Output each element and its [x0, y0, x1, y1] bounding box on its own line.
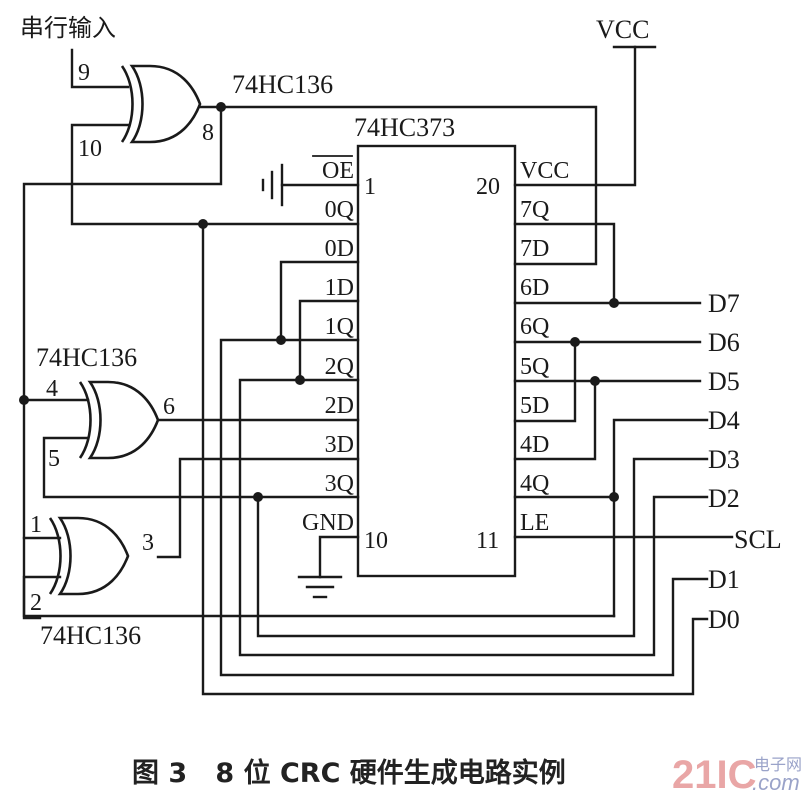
- latch-left-pins: OE 0Q 0D 1D 1Q 2Q 2D 3D 3Q GND: [302, 155, 354, 536]
- pin-5q: 5Q: [520, 354, 549, 380]
- xor-gate-3: [48, 516, 130, 596]
- pin-6d: 6D: [520, 275, 549, 301]
- wire-3q-gate2-in5: [42, 436, 360, 499]
- gate2-pin-a: 4: [46, 376, 58, 402]
- wire-gnd: [318, 535, 360, 579]
- output-d7: D7: [708, 289, 740, 318]
- wire-0d: [279, 260, 360, 342]
- pin-le: LE: [520, 510, 549, 536]
- junctions: [19, 102, 619, 502]
- latch-74hc373-body: [356, 144, 517, 578]
- watermark-cn-text: 电子网: [754, 755, 802, 774]
- wire-3q-d3: [256, 457, 709, 638]
- wire-d4: [612, 418, 709, 618]
- serial-input-label: 串行输入: [20, 14, 116, 42]
- wire-vcc: [513, 45, 637, 187]
- gate1-pin-a: 9: [78, 60, 90, 86]
- junction-dot: [19, 395, 29, 405]
- output-d5: D5: [708, 367, 740, 396]
- latch-right-pins: VCC 7Q 7D 6D 6Q 5Q 5D 4D 4Q LE: [520, 158, 569, 536]
- pin-3q: 3Q: [325, 471, 354, 497]
- gate3-pin-b: 2: [30, 590, 42, 616]
- wire-0q-d0: [201, 222, 709, 696]
- pin-6q: 6Q: [520, 314, 549, 340]
- junction-dot: [609, 492, 619, 502]
- wires: [22, 45, 734, 696]
- output-d0: D0: [708, 605, 740, 634]
- xor-gate-1: [120, 64, 202, 144]
- output-d6: D6: [708, 328, 740, 357]
- gate1-pin-b: 10: [78, 136, 102, 162]
- gate2-pin-b: 5: [48, 446, 60, 472]
- wire-6q-5d: [513, 340, 577, 423]
- wire-5q-4d: [513, 379, 597, 461]
- gate1-part-label: 74HC136: [232, 70, 333, 99]
- wire-2q-d2: [238, 378, 709, 657]
- pin-0q: 0Q: [325, 197, 354, 223]
- junction-dot: [570, 337, 580, 347]
- pin-number-gnd: 10: [364, 528, 388, 554]
- watermark-domain-text: .com: [752, 770, 800, 795]
- pin-1d: 1D: [325, 275, 354, 301]
- junction-dot: [276, 335, 286, 345]
- pin-7d: 7D: [520, 236, 549, 262]
- output-labels: D7 D6 D5 D4 D3 D2 D1 D0: [708, 289, 740, 634]
- gate2-pin-out: 6: [163, 394, 175, 420]
- gate2-part-label: 74HC136: [36, 343, 137, 372]
- pin-5d: 5D: [520, 393, 549, 419]
- pin-4d: 4D: [520, 432, 549, 458]
- wire-7q: [513, 222, 616, 305]
- vcc-label: VCC: [596, 15, 649, 44]
- pin-2q: 2Q: [325, 354, 354, 380]
- junction-dot: [590, 376, 600, 386]
- junction-dot: [216, 102, 226, 112]
- wire-gate3-out: [156, 457, 360, 559]
- wire-gate3-in2: [22, 575, 616, 618]
- pin-4q: 4Q: [520, 471, 549, 497]
- xor-gate-2: [78, 380, 160, 460]
- pin-number-le: 11: [476, 528, 499, 554]
- wire-gate1-in10: [70, 123, 360, 226]
- pin-oe: OE: [322, 158, 354, 184]
- watermark-logo-text: 21IC: [672, 753, 757, 797]
- clock-label-scl: SCL: [734, 525, 782, 554]
- output-d4: D4: [708, 406, 740, 435]
- gate3-pin-out: 3: [142, 530, 154, 556]
- pin-number-vcc: 20: [476, 174, 500, 200]
- pin-0d: 0D: [325, 236, 354, 262]
- pin-2d: 2D: [325, 393, 354, 419]
- wire-1d: [298, 299, 360, 382]
- pin-3d: 3D: [325, 432, 354, 458]
- wire-1q-d1: [219, 338, 709, 677]
- pin-7q: 7Q: [520, 197, 549, 223]
- gate3-pin-a: 1: [30, 512, 42, 538]
- watermark-21ic-logo: 21IC 电子网 .com: [672, 753, 802, 797]
- gate1-pin-out: 8: [202, 120, 214, 146]
- wire-pin8-feedback: [22, 105, 223, 620]
- junction-dot: [295, 375, 305, 385]
- pin-number-oe: 1: [364, 174, 376, 200]
- junction-dot: [198, 219, 208, 229]
- pin-gnd: GND: [302, 510, 354, 536]
- pin-vcc: VCC: [520, 158, 569, 184]
- junction-dot: [609, 298, 619, 308]
- figure-caption: 图 3 8 位 CRC 硬件生成电路实例: [132, 757, 566, 789]
- latch-part-label: 74HC373: [354, 113, 455, 142]
- pin-1q: 1Q: [325, 314, 354, 340]
- gate3-part-label: 74HC136: [40, 621, 141, 650]
- junction-dot: [253, 492, 263, 502]
- wire-serial-input: [70, 48, 130, 89]
- output-d2: D2: [708, 484, 740, 513]
- output-d1: D1: [708, 565, 740, 594]
- oe-ground-icon: [261, 163, 284, 207]
- output-d3: D3: [708, 445, 740, 474]
